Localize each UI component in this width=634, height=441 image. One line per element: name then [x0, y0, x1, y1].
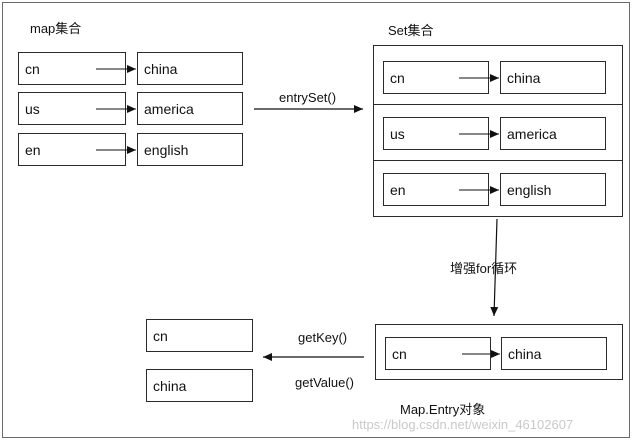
result-key-cn: cn — [146, 319, 253, 352]
map-value-america: america — [137, 92, 243, 125]
getvalue-label: getValue() — [295, 375, 355, 390]
entry-value-china: china — [501, 337, 607, 370]
set-value-america: america — [500, 117, 606, 150]
set-value-english: english — [500, 173, 606, 206]
set-value-china: china — [500, 61, 606, 94]
set-divider — [373, 104, 623, 105]
set-title: Set集合 — [388, 23, 434, 38]
map-value-english: english — [137, 133, 243, 166]
loop-label: 增强for循环 — [450, 261, 518, 276]
arrow-loop — [490, 218, 499, 317]
entry-caption: Map.Entry对象 — [400, 402, 486, 417]
map-value-china: china — [137, 52, 243, 85]
map-title: map集合 — [30, 21, 82, 36]
entryset-label: entrySet() — [279, 90, 337, 105]
set-divider — [373, 160, 623, 161]
getkey-label: getKey() — [298, 330, 348, 345]
result-value-china: china — [146, 369, 253, 402]
diagram-frame — [2, 2, 630, 438]
watermark-text: https://blog.csdn.net/weixin_46102607 — [352, 417, 574, 432]
